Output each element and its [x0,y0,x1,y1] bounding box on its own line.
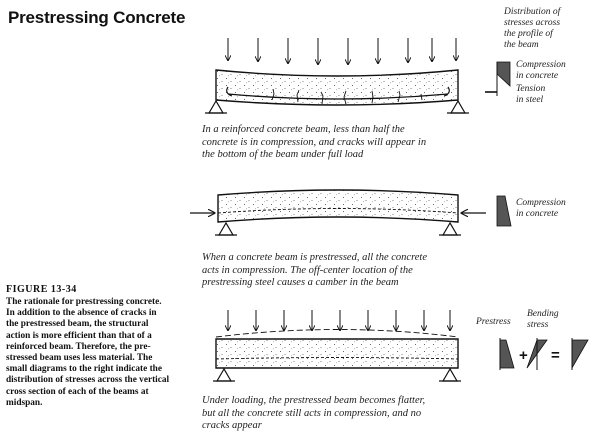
prestress-stress-block [499,339,515,369]
caption-beam-1: In a reinforced concrete beam, less than… [202,124,427,160]
prestressed-beam [217,189,459,223]
label-bending-stress: Bending stress [527,309,559,330]
label-compression-2: Compression in concrete [516,198,566,219]
caption-beam-3: Under loading, the prestressed beam beco… [202,395,426,431]
caption-beam-2: When a concrete beam is prestressed, all… [202,252,428,288]
supports-3 [213,367,461,382]
figure-description: The rationale for prestressing concrete.… [6,297,170,408]
figure-label: FIGURE 13-34 [6,284,77,295]
equals-sign: = [551,347,560,364]
supports-1 [205,99,469,114]
load-arrows-3 [228,310,450,330]
distribution-header: Distribution of stresses across the prof… [504,7,561,50]
stress-diagram-1 [485,61,511,96]
tendon-3 [215,357,459,360]
load-arrows-1 [228,38,456,64]
label-prestress: Prestress [476,317,511,327]
loaded-prestressed-beam [215,338,459,369]
cracks [271,88,423,105]
tendon-2 [217,208,459,214]
previous-camber-outline [215,329,459,338]
stress-diagram-3: + = [499,338,589,370]
label-tension: Tension in steel [516,84,546,105]
stress-diagram-2 [496,195,512,227]
supports-2 [215,221,461,236]
combined-stress-block [571,339,589,370]
plus-sign: + [519,347,528,364]
label-compression-1: Compression in concrete [516,60,566,81]
page-title: Prestressing Concrete [8,8,186,27]
